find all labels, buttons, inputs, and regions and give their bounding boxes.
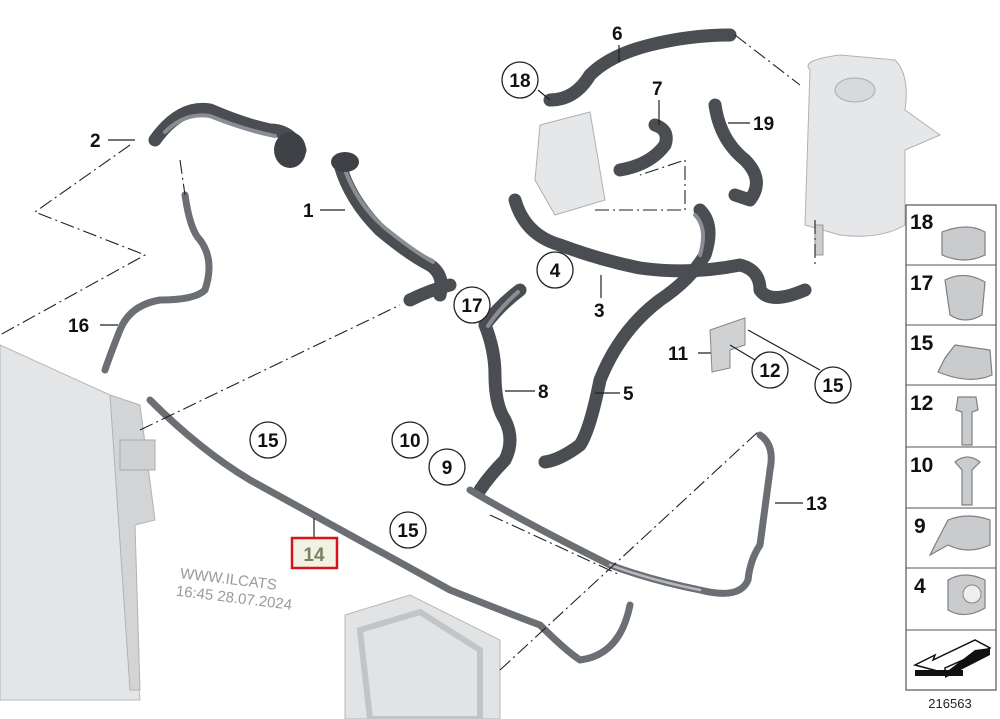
svg-text:4: 4: [550, 261, 561, 282]
svg-text:10: 10: [910, 454, 933, 477]
callout-14-highlighted[interactable]: 14: [290, 518, 339, 570]
callout-19[interactable]: 19: [753, 114, 774, 135]
svg-text:12: 12: [759, 361, 780, 382]
svg-text:15: 15: [257, 431, 279, 452]
panel-item-4[interactable]: 4: [906, 574, 996, 631]
panel-item-10[interactable]: 10: [906, 454, 996, 509]
callout-11[interactable]: 11: [668, 344, 689, 365]
svg-text:15: 15: [822, 376, 844, 397]
callout-7[interactable]: 7: [652, 79, 663, 100]
arrow-icon[interactable]: [912, 639, 992, 678]
callout-13[interactable]: 13: [806, 494, 827, 515]
hoses: [101, 28, 812, 664]
callout-3[interactable]: 3: [594, 301, 605, 322]
svg-text:9: 9: [914, 515, 926, 538]
panel-item-17[interactable]: 17: [906, 272, 996, 326]
svg-text:9: 9: [442, 458, 453, 479]
svg-text:15: 15: [910, 332, 934, 355]
radiator-bottom: [344, 594, 501, 719]
svg-text:14: 14: [303, 545, 325, 566]
watermark: WWW.ILCATS 16:45 28.07.2024: [175, 565, 293, 614]
callout-6[interactable]: 6: [612, 24, 623, 45]
callouts-plain: 2 1 16 6 7 19 3 8 5 11 13: [68, 24, 827, 515]
panel-item-15[interactable]: 15: [906, 332, 996, 386]
panel-item-18[interactable]: 18: [906, 211, 996, 266]
parts-panel: 18 17 15 12 10 9 4: [905, 204, 997, 711]
dash-lines: [0, 34, 816, 671]
radiator-left: [0, 344, 156, 701]
callout-8[interactable]: 8: [538, 382, 549, 403]
callout-2[interactable]: 2: [90, 131, 101, 152]
bracket: [709, 317, 746, 373]
callout-9[interactable]: 9: [428, 448, 466, 486]
panel-item-12[interactable]: 12: [906, 392, 996, 448]
svg-text:12: 12: [910, 392, 933, 415]
callout-15[interactable]: 15: [389, 511, 427, 549]
callout-1[interactable]: 1: [303, 201, 314, 222]
callouts-circled: 18 4 17 12 15 15 10 9 15: [249, 61, 852, 549]
callout-4[interactable]: 4: [536, 251, 574, 289]
callout-16[interactable]: 16: [68, 316, 89, 337]
svg-text:10: 10: [399, 431, 420, 452]
callout-15[interactable]: 15: [249, 421, 287, 459]
callout-17[interactable]: 17: [453, 286, 491, 324]
svg-text:17: 17: [910, 272, 933, 295]
svg-text:15: 15: [397, 521, 419, 542]
callout-15[interactable]: 15: [747, 329, 852, 404]
callout-18[interactable]: 18: [501, 61, 551, 101]
callout-12[interactable]: 12: [729, 344, 789, 389]
svg-text:4: 4: [914, 575, 926, 598]
panel-item-9[interactable]: 9: [906, 515, 996, 569]
svg-text:18: 18: [509, 71, 530, 92]
callout-10[interactable]: 10: [391, 421, 429, 459]
diagram-number: 216563: [928, 696, 971, 711]
expansion-tank: [804, 54, 942, 256]
heat-exchanger: [534, 111, 606, 216]
svg-text:18: 18: [910, 211, 934, 234]
svg-text:17: 17: [461, 296, 482, 317]
callout-5[interactable]: 5: [623, 384, 634, 405]
